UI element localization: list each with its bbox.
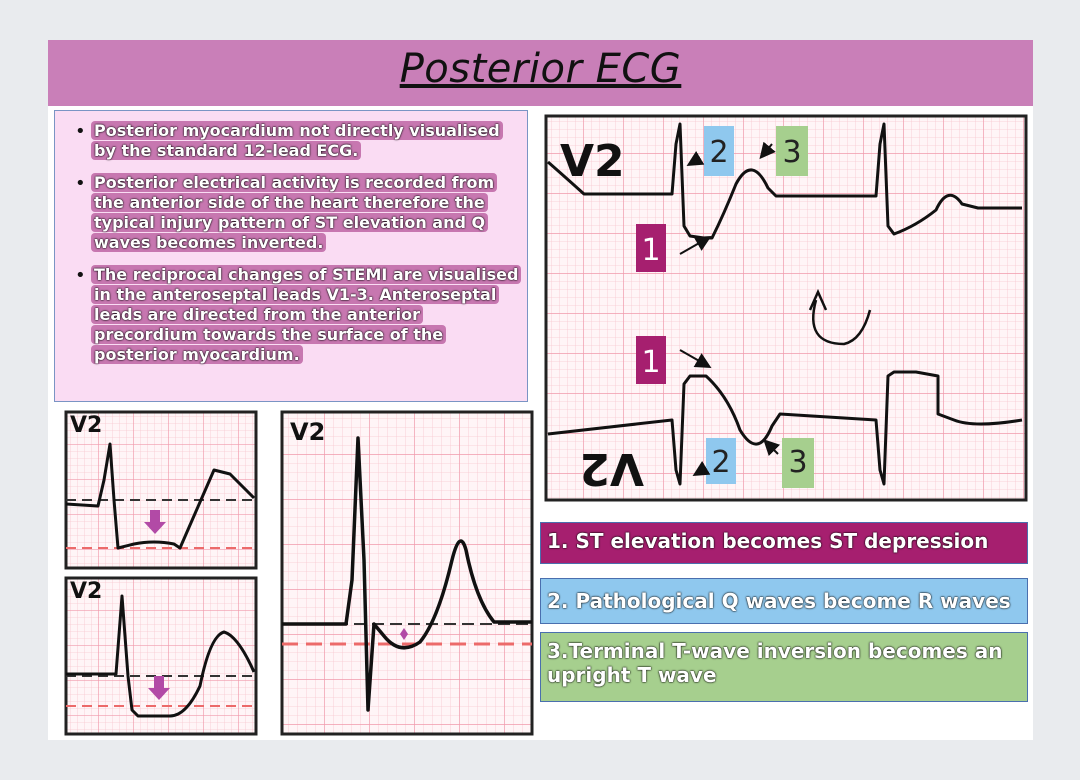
- ecg-trace-upper: [547, 122, 1022, 240]
- legend-item-1: 1. ST elevation becomes ST depression: [540, 522, 1028, 564]
- infographic-card: Posterior ECG Posterior myocardium not d…: [48, 40, 1033, 740]
- marker-2-bottom: [706, 438, 736, 484]
- bullet-text: Posterior myocardium not directly visual…: [91, 121, 503, 160]
- ecg-grid: [66, 578, 256, 734]
- tall-ecg-panel: V2: [280, 410, 534, 736]
- lead-label: V2: [290, 418, 325, 446]
- bullet-item: The reciprocal changes of STEMI are visu…: [73, 265, 522, 365]
- lead-label: V2: [560, 136, 625, 187]
- arrow-icon: [692, 460, 711, 477]
- panel-border: [64, 410, 258, 570]
- marker-3-top: [776, 126, 808, 176]
- diamond-marker-icon: [400, 628, 408, 640]
- marker-1-lower: [636, 336, 666, 384]
- small-ecg-panel-1: V2: [64, 410, 258, 570]
- rotate-arrow-head-icon: [808, 288, 828, 311]
- lead-label: V2: [70, 579, 102, 604]
- small-ecg-panel-2: V2: [64, 576, 258, 736]
- legend-item-2: 2. Pathological Q waves become R waves: [540, 578, 1028, 624]
- marker-3-bottom: [782, 438, 814, 488]
- bullet-item: Posterior myocardium not directly visual…: [73, 121, 521, 161]
- marker-1-upper: [636, 224, 666, 272]
- panel-border: [280, 410, 534, 736]
- arrow-icon: [679, 236, 712, 255]
- lead-label: V2: [70, 413, 102, 438]
- ecg-trace: [65, 442, 256, 550]
- marker-1-upper-label: 1: [641, 233, 660, 268]
- bullet-list: Posterior myocardium not directly visual…: [63, 121, 522, 365]
- marker-3-bottom-label: 3: [788, 445, 807, 480]
- info-box: Posterior myocardium not directly visual…: [54, 110, 528, 402]
- arrow-icon: [763, 439, 781, 457]
- rotate-arrow-icon: [811, 299, 872, 346]
- bullet-text: Posterior electrical activity is recorde…: [91, 173, 498, 252]
- ecg-grid: [546, 116, 1026, 500]
- down-arrow-icon: [148, 676, 170, 700]
- bullet-text: The reciprocal changes of STEMI are visu…: [91, 265, 522, 364]
- lead-label-inverted: V2: [579, 443, 644, 494]
- panel-border: [544, 114, 1028, 502]
- marker-2-top: [704, 126, 734, 176]
- down-arrow-icon: [144, 510, 166, 534]
- page-title: Posterior ECG: [399, 46, 682, 92]
- legend-item-3: 3.Terminal T-wave inversion becomes an u…: [540, 632, 1028, 702]
- ecg-grid: [282, 412, 532, 734]
- arrow-icon: [679, 349, 712, 368]
- ecg-trace-lower: [547, 370, 1023, 486]
- marker-1-lower-label: 1: [641, 345, 660, 380]
- arrow-icon: [686, 150, 705, 167]
- marker-2-bottom-label: 2: [711, 445, 730, 480]
- arrow-icon: [759, 141, 776, 160]
- title-bar: Posterior ECG: [48, 40, 1033, 106]
- marker-3-top-label: 3: [782, 135, 801, 170]
- bullet-item: Posterior electrical activity is recorde…: [73, 173, 521, 253]
- ecg-trace: [282, 436, 532, 712]
- ecg-trace: [66, 594, 256, 718]
- panel-border: [64, 576, 258, 736]
- marker-2-top-label: 2: [709, 135, 728, 170]
- main-ecg-panel: V2 V2 2 3 1 1 2 3: [544, 114, 1028, 502]
